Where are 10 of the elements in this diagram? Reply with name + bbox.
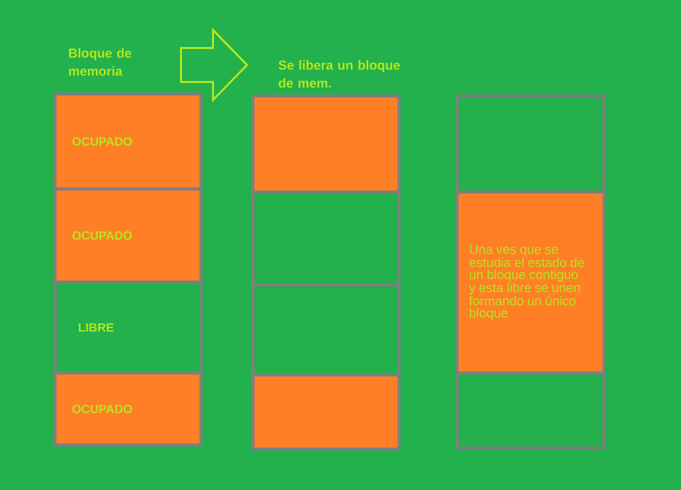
memory-block: OCUPADO <box>54 371 202 446</box>
memory-block <box>252 190 400 286</box>
heading: Bloque de memoria <box>69 48 132 76</box>
memory-block <box>252 284 400 376</box>
memory-block: OCUPADO <box>54 92 202 190</box>
memory-block <box>456 94 606 194</box>
memory-block: OCUPADO <box>54 188 202 284</box>
memory-block <box>252 94 400 194</box>
memory-block: LIBRE <box>54 280 202 374</box>
merged-block: Una ves que se estudia el estado de un bloque contiguo y esta libre se unen formando un único bloque <box>456 190 606 374</box>
